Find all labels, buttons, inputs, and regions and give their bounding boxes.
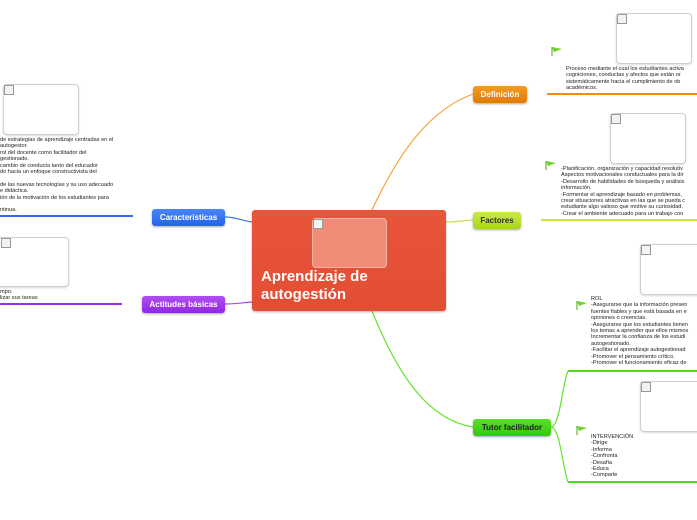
text-line: -Facilitar el aprendizaje autogestionad [591, 347, 686, 354]
text-line: -Desafía [591, 459, 613, 466]
text-line: rol del docente como facilitador del [0, 149, 87, 156]
text-line: académicos. [566, 85, 598, 92]
flag-icon [551, 47, 562, 56]
text-line: -Comparte [591, 472, 618, 479]
flag-icon [576, 301, 587, 310]
definicion-text: Proceso mediante el cual los estudiantes… [566, 66, 684, 92]
text-line: crear situaciones atractivas en las que … [561, 198, 686, 205]
text-line: de las nuevas tecnologías y su uso adecu… [0, 181, 114, 188]
connector-actitudes [224, 301, 253, 305]
factores-text: -Planificación, organización y capacidad… [561, 166, 685, 217]
text-line: -Asegurarse que los estudiantes tienen [591, 321, 689, 328]
rol-text: ROL -Asegurarse que la información prese… [591, 296, 688, 366]
text-line: cogniciones, conductas y afectos que est… [566, 72, 681, 79]
text-line: -Desarrollo de habilidades de búsqueda y… [561, 178, 685, 185]
text-line: -Planificación, organización y capacidad… [561, 166, 683, 172]
text-line: -Formentar el aprendizaje basado en prob… [561, 191, 682, 198]
text-line: los temas a aprender que ellos mismos [591, 328, 689, 335]
text-line: cambio de conducta tanto del educador [0, 162, 98, 169]
text-line: ntinua. [0, 207, 17, 214]
text-line: Proceso mediante el cual los estudiantes… [566, 66, 684, 72]
text-line: Incrementar la confianza de los estudi [591, 334, 686, 341]
text-line: -Promover el funcionamiento eficaz de [591, 360, 687, 367]
broken-image-icon [4, 85, 14, 95]
connector-caracteristicas [224, 216, 253, 223]
text-line: -Educa [591, 466, 609, 473]
text-line: sistemáticamente hacia el cumplimiento d… [566, 78, 681, 85]
text-line: ROL [591, 296, 603, 302]
intervencion-text: INTERVENCIÓN -Dirige -Informa -Confronta… [591, 434, 633, 479]
caracteristicas-text: de estrategias de aprendizaje centradas … [0, 137, 113, 214]
text-line: autogestor. [0, 143, 28, 150]
text-line: gestionado. [0, 156, 29, 163]
node-factores[interactable]: Factores [473, 212, 521, 229]
text-line: e didáctica. [0, 188, 29, 195]
broken-image-icon [617, 14, 627, 24]
text-line: opiniones o creencias. [591, 315, 647, 322]
text-line: estudiante algo valioso que motive su cu… [561, 204, 683, 211]
connector-definicion [371, 93, 474, 211]
text-line: autogestionado. [591, 340, 631, 347]
definicion-image [616, 13, 692, 64]
broken-image-icon [641, 245, 651, 255]
text-line: de estrategias de aprendizaje centradas … [0, 137, 114, 143]
text-line: -Promover el pensamiento crítico. [591, 353, 675, 360]
broken-image-icon [611, 114, 621, 124]
text-line: información. [561, 185, 592, 192]
text-line: -Crear el ambiente adecuado para un trab… [561, 210, 684, 217]
node-caracteristicas[interactable]: Características [152, 209, 225, 226]
text-line: -Asegurarse que la información presen [591, 302, 688, 309]
central-image-placeholder [312, 218, 387, 268]
intervencion-image [640, 381, 697, 432]
connector-tutor-split [550, 370, 569, 483]
broken-image-icon [313, 219, 323, 229]
node-tutor[interactable]: Tutor facilitador [473, 419, 551, 436]
text-line: INTERVENCIÓN [591, 434, 634, 440]
actitudes-text: mpo. lizar sus tareas [0, 289, 38, 302]
node-actitudes[interactable]: Actitudes básicas [142, 296, 225, 313]
text-line: ión de la motivación de los estudiantes … [0, 194, 109, 201]
text-line: -Dirige [591, 440, 608, 447]
flag-icon [545, 161, 556, 170]
connector-factores [445, 219, 474, 223]
flag-icon [576, 426, 587, 435]
rol-image [640, 244, 697, 295]
text-line: do hacia un enfoque constructivista del [0, 169, 97, 176]
text-line: fuentes fiables y que está basada en e [591, 308, 687, 315]
text-line: mpo. [0, 289, 13, 295]
actitudes-image [0, 237, 69, 287]
text-line: -Confronta [591, 453, 618, 460]
factores-image [610, 113, 686, 164]
broken-image-icon [641, 382, 651, 392]
connector-tutor [371, 310, 474, 428]
central-title: Aprendizaje de autogestión [261, 268, 368, 303]
caracteristicas-image [3, 84, 79, 135]
central-topic[interactable]: Aprendizaje de autogestión [252, 210, 446, 311]
text-line: lizar sus tareas [0, 295, 38, 302]
text-line: Aspectos motivacionales conductuales par… [561, 172, 684, 179]
node-definicion[interactable]: Definición [473, 86, 527, 103]
text-line: -Informa [591, 446, 612, 453]
broken-image-icon [1, 238, 11, 248]
